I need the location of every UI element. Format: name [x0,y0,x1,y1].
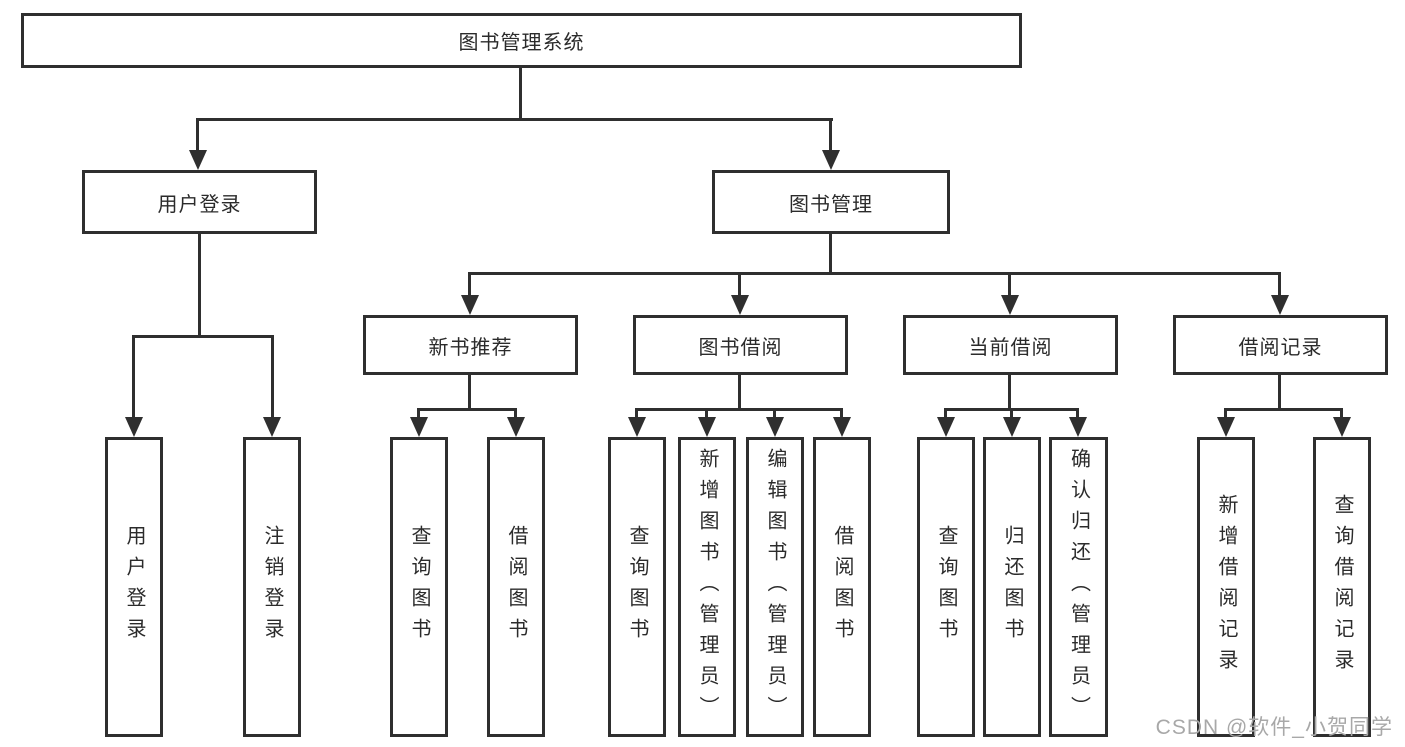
node-book-management: 图书管理 [712,170,950,234]
arrow-down-icon [698,417,716,437]
connector-level3-drop [468,272,471,297]
leaf-add-borrow-record: 新增借阅记录 [1197,437,1255,737]
arrow-down-icon [189,150,207,170]
leaf-query-books-recommend: 查询图书 [390,437,448,737]
leaf-query-books-current-label: 查询图书 [935,525,957,649]
node-book-borrowing-label: 图书借阅 [698,336,783,359]
node-book-management-label: 图书管理 [789,193,873,216]
connector-book-mgmt-rail [468,272,1281,275]
arrow-down-icon [263,417,281,437]
connector-leaf-drop [132,335,135,419]
connector-leaf-drop [514,408,517,420]
arrow-down-icon [833,417,851,437]
connector-book-mgmt-drop [829,118,832,152]
connector-level3-drop [1278,272,1281,297]
arrow-down-icon [766,417,784,437]
node-current-borrowing: 当前借阅 [903,315,1118,375]
node-library-system-label: 图书管理系统 [458,32,585,54]
arrow-down-icon [1003,417,1021,437]
connector-leaf-drop [944,408,947,420]
leaf-user-login: 用户登录 [105,437,163,737]
leaf-add-borrow-record-label: 新增借阅记录 [1215,494,1237,680]
leaf-borrow-books: 借阅图书 [813,437,871,737]
arrow-down-icon [1069,417,1087,437]
leaf-add-books-admin-label: 新增图书（管理员） [696,447,718,727]
connector-user-login-rail [132,335,274,338]
connector-leaf-drop [271,335,274,419]
leaf-return-books-label: 归还图书 [1001,525,1023,649]
connector-root-stem [519,68,522,118]
connector-level3-drop [738,272,741,297]
node-user-login: 用户登录 [82,170,317,234]
node-borrowing-records-label: 借阅记录 [1238,336,1323,359]
leaf-query-books-borrow-label: 查询图书 [626,525,648,649]
node-book-borrowing: 图书借阅 [633,315,848,375]
node-user-login-label: 用户登录 [157,193,242,216]
arrow-down-icon [937,417,955,437]
arrow-down-icon [461,295,479,315]
leaf-borrow-books-label: 借阅图书 [831,525,853,649]
node-borrowing-records: 借阅记录 [1173,315,1388,375]
node-new-book-recommend: 新书推荐 [363,315,578,375]
connector-borrow-rail [635,408,843,411]
connector-current-stem [1008,375,1011,408]
leaf-add-books-admin: 新增图书（管理员） [678,437,736,737]
arrow-down-icon [1271,295,1289,315]
leaf-query-borrow-record: 查询借阅记录 [1313,437,1371,737]
arrow-down-icon [507,417,525,437]
arrow-down-icon [822,150,840,170]
arrow-down-icon [125,417,143,437]
connector-root-rail [196,118,833,121]
connector-leaf-drop [1340,408,1343,420]
connector-leaf-drop [1010,408,1013,420]
leaf-query-books-borrow: 查询图书 [608,437,666,737]
arrow-down-icon [731,295,749,315]
leaf-confirm-return-admin: 确认归还（管理员） [1049,437,1108,737]
arrow-down-icon [410,417,428,437]
arrow-down-icon [1217,417,1235,437]
connector-leaf-drop [705,408,708,420]
connector-leaf-drop [1224,408,1227,420]
connector-borrow-stem [738,375,741,408]
csdn-watermark: CSDN @软件_小贺同学 [1155,716,1393,739]
leaf-borrow-books-recommend-label: 借阅图书 [505,525,527,649]
connector-leaf-drop [773,408,776,420]
leaf-query-books-current: 查询图书 [917,437,975,737]
leaf-confirm-return-admin-label: 确认归还（管理员） [1067,447,1090,727]
connector-records-rail [1224,408,1343,411]
leaf-user-login-label: 用户登录 [123,525,145,649]
leaf-query-borrow-record-label: 查询借阅记录 [1331,494,1353,680]
connector-records-stem [1278,375,1281,408]
arrow-down-icon [1333,417,1351,437]
arrow-down-icon [1001,295,1019,315]
connector-user-login-drop [196,118,199,152]
connector-book-mgmt-stem [829,234,832,272]
connector-leaf-drop [635,408,638,420]
node-library-system: 图书管理系统 [21,13,1022,68]
connector-leaf-drop [1076,408,1079,420]
leaf-logout: 注销登录 [243,437,301,737]
leaf-borrow-books-recommend: 借阅图书 [487,437,545,737]
connector-user-login-stem [198,234,201,335]
node-new-book-recommend-label: 新书推荐 [428,336,513,359]
arrow-down-icon [628,417,646,437]
connector-newbook-stem [468,375,471,408]
leaf-logout-label: 注销登录 [261,525,283,649]
connector-level3-drop [1008,272,1011,297]
connector-leaf-drop [417,408,420,420]
node-current-borrowing-label: 当前借阅 [968,336,1053,359]
leaf-edit-books-admin-label: 编辑图书（管理员） [764,447,786,727]
connector-newbook-rail [417,408,517,411]
leaf-edit-books-admin: 编辑图书（管理员） [746,437,804,737]
connector-leaf-drop [840,408,843,420]
leaf-query-books-recommend-label: 查询图书 [408,525,430,649]
leaf-return-books: 归还图书 [983,437,1041,737]
